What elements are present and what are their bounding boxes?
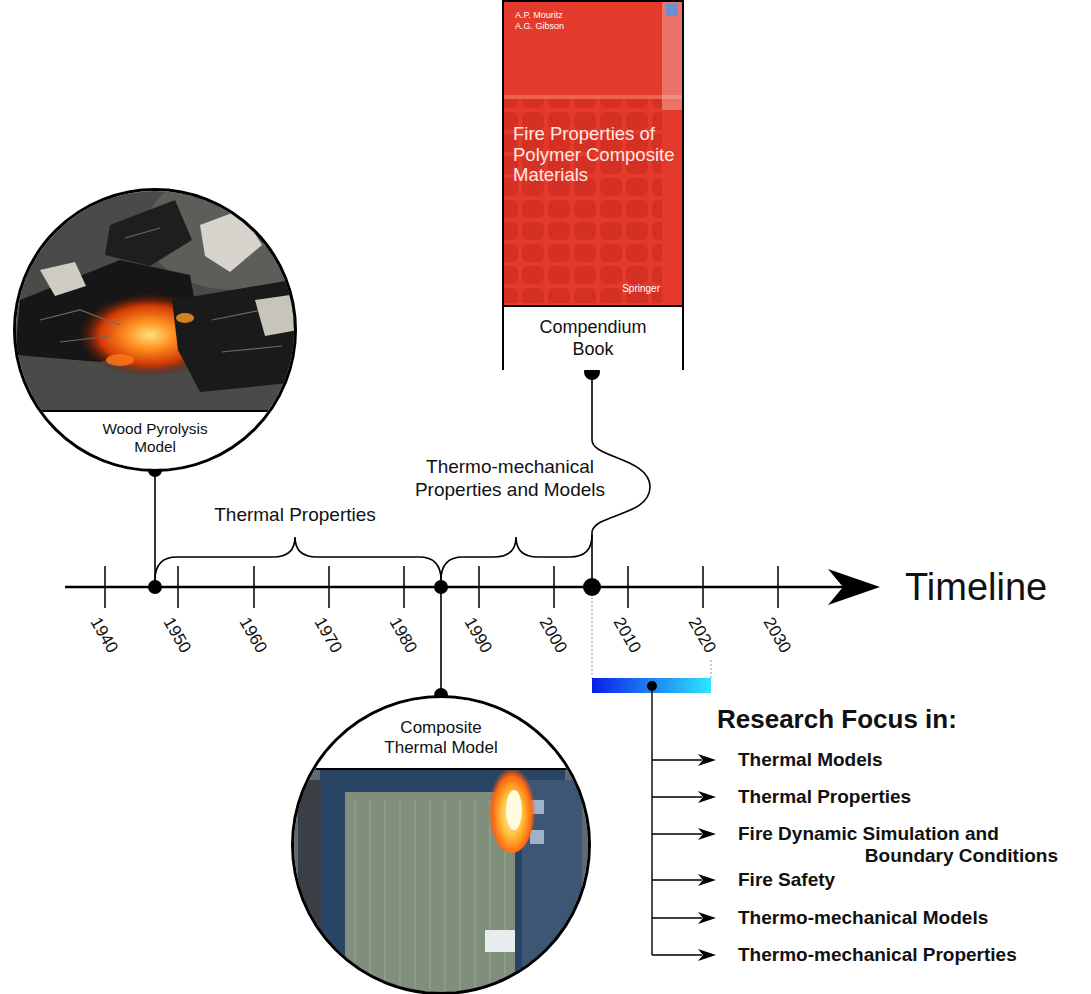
focus-item: Fire Safety: [738, 869, 835, 891]
author-name: A.G. Gibson: [515, 21, 564, 32]
period-bracket: [155, 537, 441, 580]
focus-item: Thermo-mechanical Models: [738, 907, 988, 929]
period-bracket: [441, 535, 592, 580]
label-band: Wood Pyrolysis Model: [16, 410, 294, 472]
section-heading: Research Focus in:: [717, 704, 957, 734]
focus-item: Fire Dynamic Simulation and Boundary Con…: [738, 823, 1058, 867]
period-label: Thermo-mechanical Properties and Models: [408, 456, 613, 502]
period-label: Thermal Properties: [214, 504, 376, 527]
book-cover: [502, 0, 684, 305]
photo-circle: Wood Pyrolysis Model: [13, 188, 297, 472]
axis-title: Timeline: [905, 565, 1047, 611]
book-title: Fire Properties of Polymer Composite Mat…: [513, 124, 681, 186]
year-label: 1990: [459, 614, 496, 657]
year-label: 2010: [608, 614, 645, 657]
node-label: Wood Pyrolysis Model: [80, 420, 230, 472]
year-label: 1940: [85, 614, 122, 657]
author-name: A.P. Mouritz: [515, 10, 563, 21]
focus-item: Thermal Models: [738, 749, 883, 771]
year-label: 2000: [534, 614, 571, 657]
fire-test-photo: [290, 690, 595, 994]
year-label: 1970: [309, 614, 346, 657]
axis-arrowhead: [828, 569, 880, 605]
node-label: Composite Thermal Model: [371, 718, 511, 768]
year-label: 1950: [158, 614, 195, 657]
year-label: 2020: [683, 614, 720, 657]
label-band: Composite Thermal Model: [294, 698, 588, 770]
focus-item: Thermo-mechanical Properties: [738, 944, 1017, 966]
photo-circle: Composite Thermal Model: [291, 695, 591, 994]
year-label: 2030: [758, 614, 795, 657]
year-label: 1980: [384, 614, 421, 657]
node-label: Compendium Book: [533, 317, 653, 360]
publisher-name: Springer: [622, 283, 660, 295]
book-node: A.P. MouritzA.G. GibsonFire Properties o…: [502, 0, 684, 370]
year-label: 1960: [234, 614, 271, 657]
focus-item: Thermal Properties: [738, 786, 911, 808]
label-band: Compendium Book: [504, 305, 682, 370]
focus-leaders: [652, 686, 702, 955]
